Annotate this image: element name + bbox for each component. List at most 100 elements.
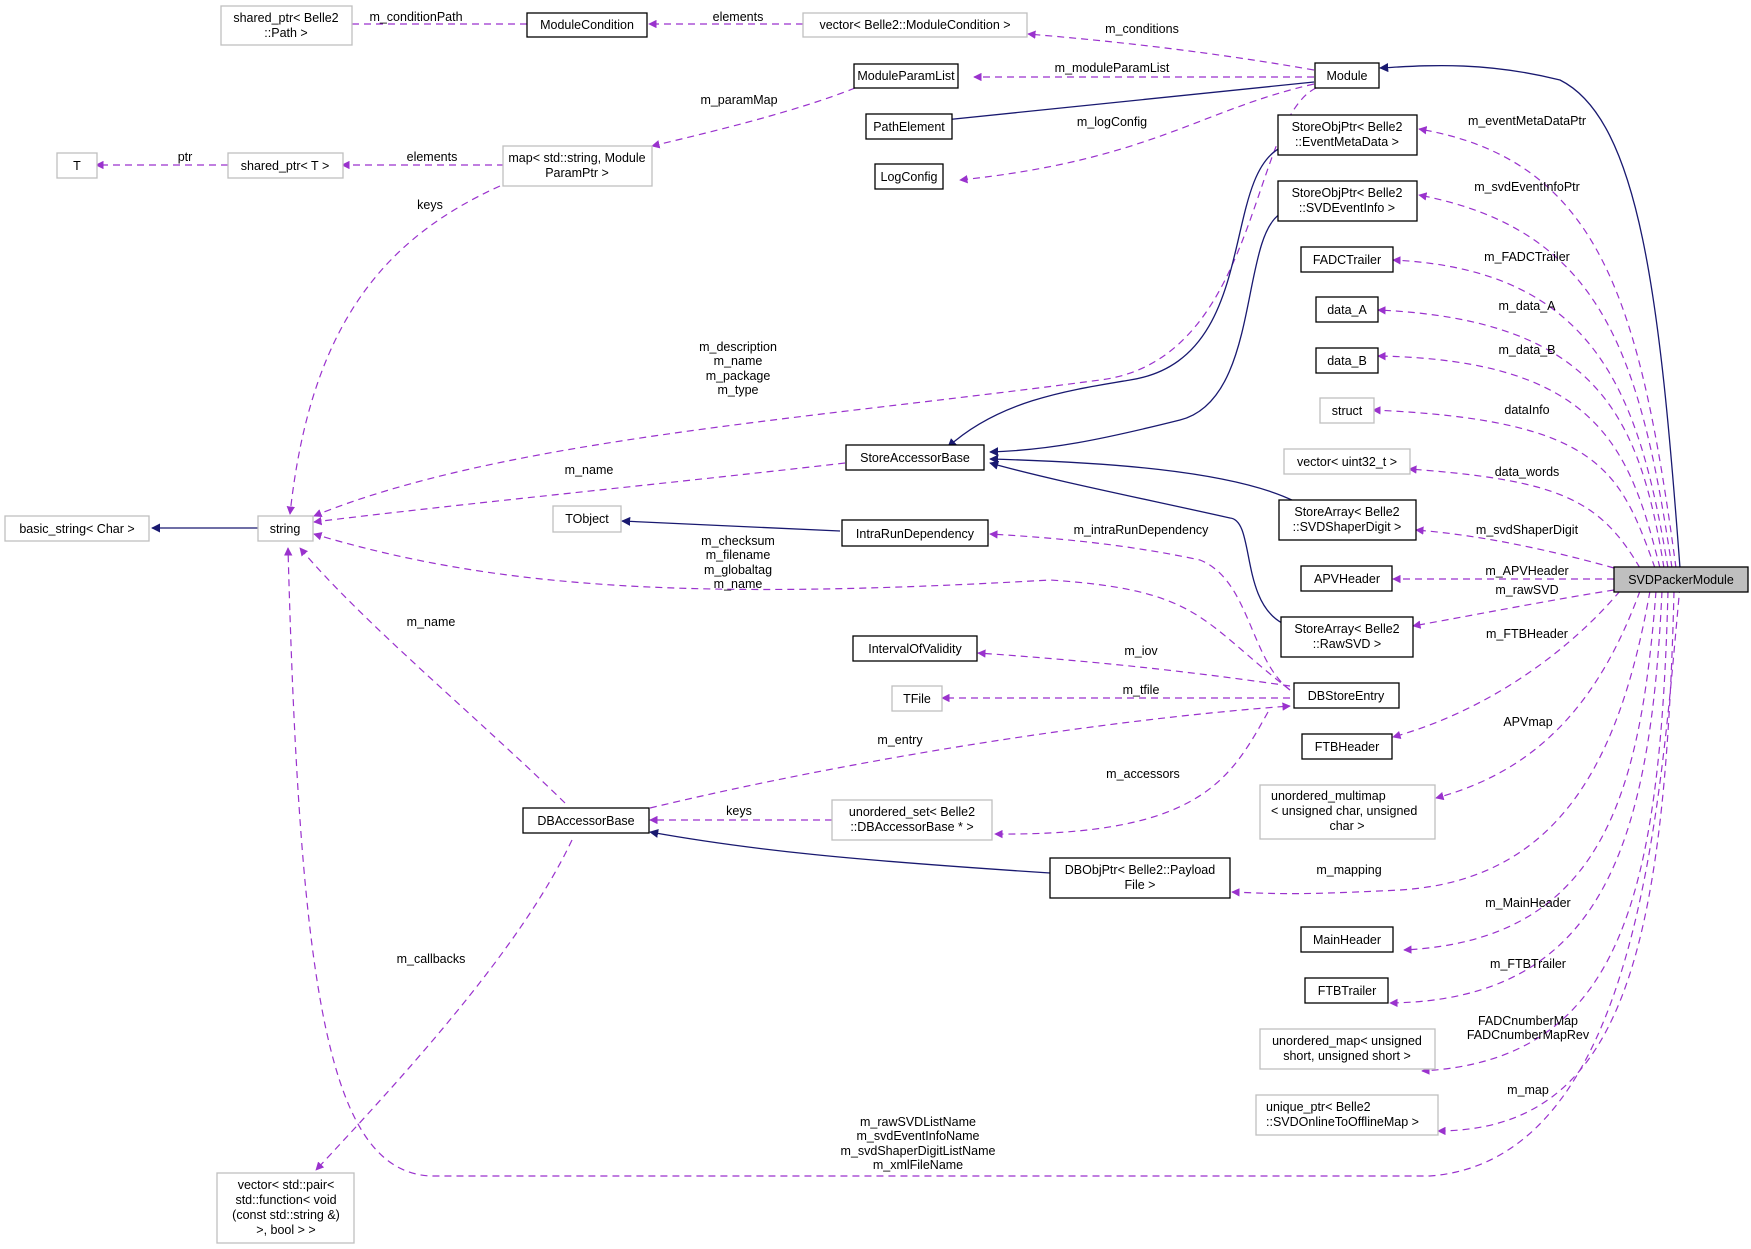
edge-label: m_APVHeader	[1485, 564, 1568, 578]
edge-label: m_filename	[706, 548, 771, 562]
node-ftbtrailer[interactable]: FTBTrailer	[1304, 977, 1389, 1004]
edge-inherit-tobject	[621, 516, 841, 532]
node-svdpackermodule[interactable]: SVDPackerModule	[1613, 566, 1749, 593]
edge-m-callbacks: m_callbacks	[315, 839, 573, 1171]
edge-inherit-module	[1379, 63, 1681, 569]
node-pathelement[interactable]: PathElement	[865, 113, 953, 140]
node-intrarundependency[interactable]: IntraRunDependency	[841, 519, 989, 547]
node-storeobjptr-eventmetadata[interactable]: StoreObjPtr< Belle2 ::EventMetaData >	[1277, 114, 1418, 156]
node-label: PathElement	[873, 120, 945, 134]
node-label: data_A	[1327, 303, 1367, 317]
edge-m-svdShaperDigit: m_svdShaperDigit	[1415, 523, 1615, 569]
node-unordered-map-short[interactable]: unordered_map< unsigned short, unsigned …	[1259, 1028, 1436, 1070]
node-t[interactable]: T	[56, 152, 98, 179]
node-fadctrailer[interactable]: FADCTrailer	[1300, 246, 1394, 273]
edge-inherit-shaperdigit	[989, 454, 1295, 502]
node-storearray-rawsvd[interactable]: StoreArray< Belle2 ::RawSVD >	[1280, 616, 1414, 658]
node-sharedptr-path[interactable]: shared_ptr< Belle2 ::Path >	[220, 5, 353, 46]
edge-label: m_rawSVDListName	[860, 1115, 976, 1129]
edge-label: m_name	[407, 615, 456, 629]
edge-m-tfile: m_tfile	[941, 683, 1290, 703]
edge-label: m_data_A	[1499, 299, 1557, 313]
node-label: StoreArray< Belle2	[1294, 622, 1399, 636]
edge-label: m_tfile	[1123, 683, 1160, 697]
edge-m-MainHeader: m_MainHeader	[1403, 590, 1657, 954]
node-label: ::DBAccessorBase * >	[850, 820, 973, 834]
node-map-param[interactable]: map< std::string, Module ParamPtr >	[502, 145, 653, 187]
edge-m-FTBHeader: m_FTBHeader	[1392, 590, 1621, 740]
edge-label: m_intraRunDependency	[1074, 523, 1210, 537]
node-vector-uint32[interactable]: vector< uint32_t >	[1283, 448, 1411, 475]
edge-m-FADCTrailer: m_FADCTrailer	[1392, 250, 1669, 569]
edge-module-strings: m_description m_name m_package m_type	[313, 87, 1317, 518]
node-label: TFile	[903, 692, 931, 706]
node-vector-callbacks[interactable]: vector< std::pair< std::function< void (…	[216, 1172, 355, 1244]
edge-m-data-B: m_data_B	[1377, 343, 1661, 569]
edge-m-map: m_map	[1437, 590, 1675, 1136]
node-label: unique_ptr< Belle2	[1266, 1100, 1371, 1114]
edge-label: data_words	[1495, 465, 1560, 479]
node-vector-modulecondition[interactable]: vector< Belle2::ModuleCondition >	[802, 12, 1028, 38]
node-label: LogConfig	[881, 170, 938, 184]
node-label: StoreObjPtr< Belle2	[1292, 186, 1403, 200]
node-moduleparamlist[interactable]: ModuleParamList	[853, 63, 959, 89]
node-storeaccessorbase[interactable]: StoreAccessorBase	[845, 444, 985, 471]
node-module[interactable]: Module	[1314, 62, 1380, 89]
edge-m-accessors: m_accessors	[994, 711, 1269, 839]
node-label: TObject	[565, 512, 609, 526]
node-dbobjptr-payload[interactable]: DBObjPtr< Belle2::Payload File >	[1049, 857, 1231, 899]
node-storearray-svdshaperdigit[interactable]: StoreArray< Belle2 ::SVDShaperDigit >	[1278, 499, 1417, 541]
edge-label: m_map	[1507, 1083, 1549, 1097]
node-string[interactable]: string	[257, 515, 314, 542]
node-label: struct	[1332, 404, 1363, 418]
node-dbaccessorbase[interactable]: DBAccessorBase	[522, 807, 650, 834]
edge-label: m_accessors	[1106, 767, 1180, 781]
node-tobject[interactable]: TObject	[552, 505, 622, 533]
node-dbstoreentry[interactable]: DBStoreEntry	[1293, 682, 1400, 709]
node-unorderedset-dbaccessor[interactable]: unordered_set< Belle2 ::DBAccessorBase *…	[831, 799, 993, 841]
node-intervalofvalidity[interactable]: IntervalOfValidity	[852, 635, 978, 662]
node-label: < unsigned char, unsigned	[1271, 804, 1417, 818]
edge-m-entry: m_entry	[649, 702, 1291, 809]
edge-label: m_name	[714, 577, 763, 591]
node-label: StoreArray< Belle2	[1294, 505, 1399, 519]
edge-m-conditions: m_conditions	[1027, 22, 1315, 71]
edge-label: ptr	[178, 150, 193, 164]
node-mainheader[interactable]: MainHeader	[1300, 926, 1394, 953]
edge-label: m_FADCTrailer	[1484, 250, 1570, 264]
edge-label: m_globaltag	[704, 563, 772, 577]
node-apvheader[interactable]: APVHeader	[1300, 565, 1393, 592]
edge-label: m_description	[699, 340, 777, 354]
edge-label: m_svdShaperDigit	[1476, 523, 1579, 537]
edge-label: m_mapping	[1316, 863, 1381, 877]
node-struct[interactable]: struct	[1319, 397, 1375, 424]
node-sharedptr-t[interactable]: shared_ptr< T >	[227, 152, 344, 179]
node-tfile[interactable]: TFile	[891, 685, 943, 712]
node-unordered-multimap[interactable]: unordered_multimap < unsigned char, unsi…	[1259, 784, 1436, 840]
edge-m-intraRunDependency: m_intraRunDependency	[989, 523, 1291, 691]
edge-label: keys	[417, 198, 443, 212]
edge-label: m_svdShaperDigitListName	[841, 1144, 996, 1158]
node-label: ::SVDOnlineToOfflineMap >	[1266, 1115, 1419, 1129]
node-ftbheader[interactable]: FTBHeader	[1301, 733, 1393, 760]
edge-label: m_paramMap	[700, 93, 777, 107]
node-label: IntervalOfValidity	[868, 642, 962, 656]
node-uniqueptr-onlinemap[interactable]: unique_ptr< Belle2 ::SVDOnlineToOfflineM…	[1255, 1094, 1439, 1136]
node-label: T	[73, 159, 81, 173]
edge-elements-sharedptr: elements	[341, 150, 504, 170]
node-label: ::RawSVD >	[1313, 637, 1381, 651]
edge-dataInfo: dataInfo	[1372, 403, 1656, 569]
node-logconfig[interactable]: LogConfig	[874, 163, 944, 190]
edge-label: m_conditionPath	[369, 10, 462, 24]
node-data-b[interactable]: data_B	[1315, 347, 1379, 374]
edge-label: elements	[407, 150, 458, 164]
edge-label: m_rawSVD	[1495, 583, 1558, 597]
node-modulecondition[interactable]: ModuleCondition	[526, 12, 648, 38]
node-data-a[interactable]: data_A	[1315, 296, 1379, 323]
node-storeobjptr-svdeventinfo[interactable]: StoreObjPtr< Belle2 ::SVDEventInfo >	[1277, 180, 1418, 222]
node-basic-string[interactable]: basic_string< Char >	[4, 515, 150, 542]
edge-label: m_FTBHeader	[1486, 627, 1568, 641]
node-label: ModuleCondition	[540, 18, 634, 32]
node-label: char >	[1329, 819, 1364, 833]
edge-m-iov: m_iov	[977, 644, 1291, 687]
